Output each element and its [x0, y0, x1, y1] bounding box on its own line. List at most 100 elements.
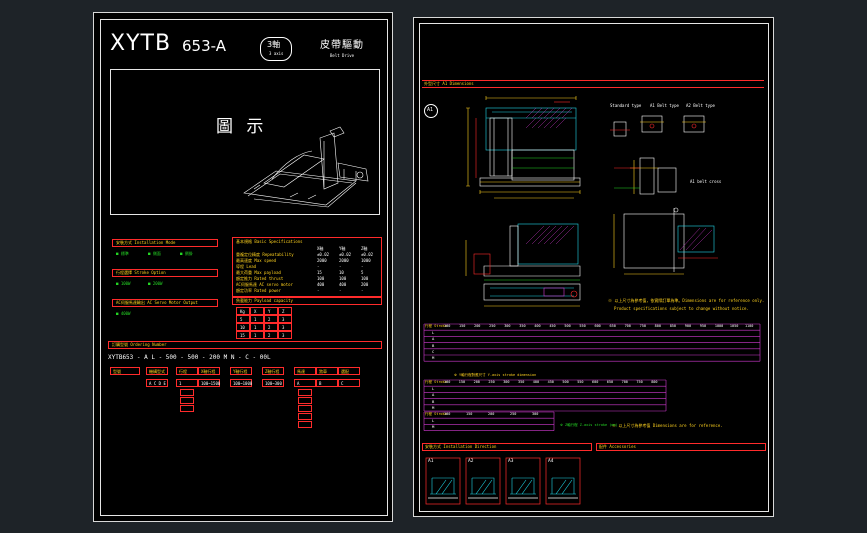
basic-spec-cell: 1000: [361, 258, 371, 263]
payload-cell: 10: [236, 323, 250, 331]
ordering-box-label: 選配: [341, 369, 349, 374]
payload-cell-text: Kg: [240, 309, 245, 314]
stroke-table-y-header-value: 400: [532, 380, 540, 384]
right-note: ※ 以上尺寸為參考值 Dimensions are for reference.: [612, 423, 723, 428]
payload-cell: 2: [264, 323, 278, 331]
ordering-box-label: X軸行程: [201, 369, 216, 374]
basic-spec-cell: ±0.02: [361, 252, 374, 257]
stroke-table-x-header-value: 350: [519, 324, 526, 328]
stroke-table-x-header-value: 600: [594, 324, 601, 328]
basic-spec-cell: -: [339, 264, 342, 269]
stroke-table-y-header-value: 300: [503, 380, 510, 384]
ordering-box: X軸行程: [198, 367, 220, 375]
ordering-box-label: 行程: [179, 369, 187, 374]
basic-spec-cell: 200: [361, 282, 369, 287]
option-side: ■ 側面: [148, 251, 161, 256]
view-label-standard: Standard type: [610, 103, 642, 108]
side-view-label: A1 belt cross: [690, 179, 722, 184]
install-badge: A3: [508, 459, 514, 464]
ordering-box-label: 機構型式: [149, 369, 165, 374]
ordering-option-label: B: [319, 381, 322, 386]
stroke-table-x-header-value: 850: [669, 324, 677, 328]
ordering-option-label: 100~300: [265, 381, 282, 386]
ordering-option-box: 1: [176, 379, 198, 387]
ordering-option-box: 100~1000: [230, 379, 252, 387]
ordering-box: 行程: [176, 367, 198, 375]
left-drawing-sheet: XYTB 653-A 3軸 3 axis 皮帶驅動 Belt Drive 圖 示: [93, 12, 393, 522]
payload-cell-text: 3: [282, 325, 285, 330]
ordering-option-box: B: [316, 379, 338, 387]
dimension-note-1: ※ 以上尺寸為參考值，依實際訂單為準。Dimensions are for re…: [608, 298, 765, 303]
payload-cell: 15: [236, 331, 250, 339]
ordering-header: 訂購型號 Ordering Number: [108, 341, 382, 349]
payload-cell-text: Z: [282, 309, 285, 314]
install-direction-box: [465, 457, 501, 505]
stroke-table-x-header-value: 250: [489, 324, 496, 328]
basic-spec-cell: 最大荷重 Max payload: [236, 270, 281, 275]
stroke-table-x-header-label: 行程 Stroke: [425, 324, 447, 328]
payload-cell-text: 10: [240, 325, 245, 330]
payload-cell: 3: [278, 331, 292, 339]
payload-header: 負載能力 Payload capacity: [232, 297, 382, 305]
figure-label: 圖 示: [216, 117, 268, 137]
stroke-table-x-header-value: 950: [699, 324, 707, 328]
stroke-table-x-row-label: C: [432, 348, 435, 354]
stroke-table-x-row-label: L: [432, 330, 435, 336]
view-label-a2: A2 Belt type: [686, 103, 715, 108]
stroke-table-y-header-value: 350: [518, 380, 525, 384]
ordering-box-label: 型號: [113, 369, 121, 374]
ordering-stack-box: [298, 413, 312, 420]
product-series-title: XYTB: [110, 31, 172, 56]
install-direction-sketch: [430, 477, 456, 495]
payload-cell-text: X: [254, 309, 257, 314]
stroke-table-z-row-label: L: [432, 418, 435, 424]
stroke-table-x-header-value: 750: [639, 324, 646, 328]
ordering-option-label: C: [341, 381, 344, 386]
drive-type-en: Belt Drive: [330, 53, 355, 58]
basic-spec-cell: -: [361, 264, 364, 269]
ordering-box: 煞車: [316, 367, 338, 375]
right-sheet-border: [419, 23, 769, 512]
basic-spec-cell: AC伺服馬達 AC servo motor: [236, 282, 293, 287]
product-isometric-drawing: [243, 126, 369, 208]
table3-note: ※ Z軸行程 Z-axis stroke (mm): [560, 423, 618, 427]
basic-spec-cell: 100: [361, 276, 369, 281]
stroke-table-y-header-value: 550: [577, 380, 584, 384]
stroke-table-z-header-value: 250: [510, 412, 517, 416]
basic-spec-cell: ±0.02: [339, 252, 352, 257]
basic-spec-cell: -: [339, 288, 342, 293]
ordering-option-label: A: [297, 381, 300, 386]
payload-cell: 2: [264, 315, 278, 323]
a1-badge: A1: [424, 104, 438, 118]
product-figure-box: [110, 69, 380, 215]
ordering-stack-box: [298, 397, 312, 404]
ordering-stack-box: [298, 421, 312, 428]
basic-spec-cell: 400: [317, 282, 325, 287]
install-direction-box: [545, 457, 581, 505]
payload-cell-text: 3: [282, 333, 285, 338]
basic-spec-cell: 400: [339, 282, 347, 287]
ordering-box-label: 馬達: [297, 369, 305, 374]
payload-cell-text: Y: [268, 309, 271, 314]
installation-mode-header: 安裝方式 Installation Mode: [112, 239, 218, 247]
basic-spec-cell: 導程 Lead: [236, 264, 257, 269]
stroke-option-header: 行程選擇 Stroke Option: [112, 269, 218, 277]
payload-cell: 2: [264, 331, 278, 339]
payload-cell-text: 2: [268, 317, 271, 322]
stroke-table-x-header-value: 800: [654, 324, 661, 328]
payload-cell: 1: [250, 323, 264, 331]
payload-cell: Z: [278, 307, 292, 315]
payload-cell-text: 1: [254, 333, 257, 338]
payload-cell-text: 15: [240, 333, 245, 338]
install-direction-sketch: [510, 477, 536, 495]
install-badge: A1: [428, 459, 434, 464]
payload-cell: X: [250, 307, 264, 315]
install-direction-box: [505, 457, 541, 505]
basic-spec-cell: 2000: [339, 258, 349, 263]
stroke-table-y-row-label: M: [432, 404, 435, 410]
install-badge: A4: [548, 459, 554, 464]
stroke-table-x-header-value: 700: [624, 324, 631, 328]
ordering-code: XYTB653 - A L - 500 - 500 - 200 M N - C …: [108, 354, 271, 361]
